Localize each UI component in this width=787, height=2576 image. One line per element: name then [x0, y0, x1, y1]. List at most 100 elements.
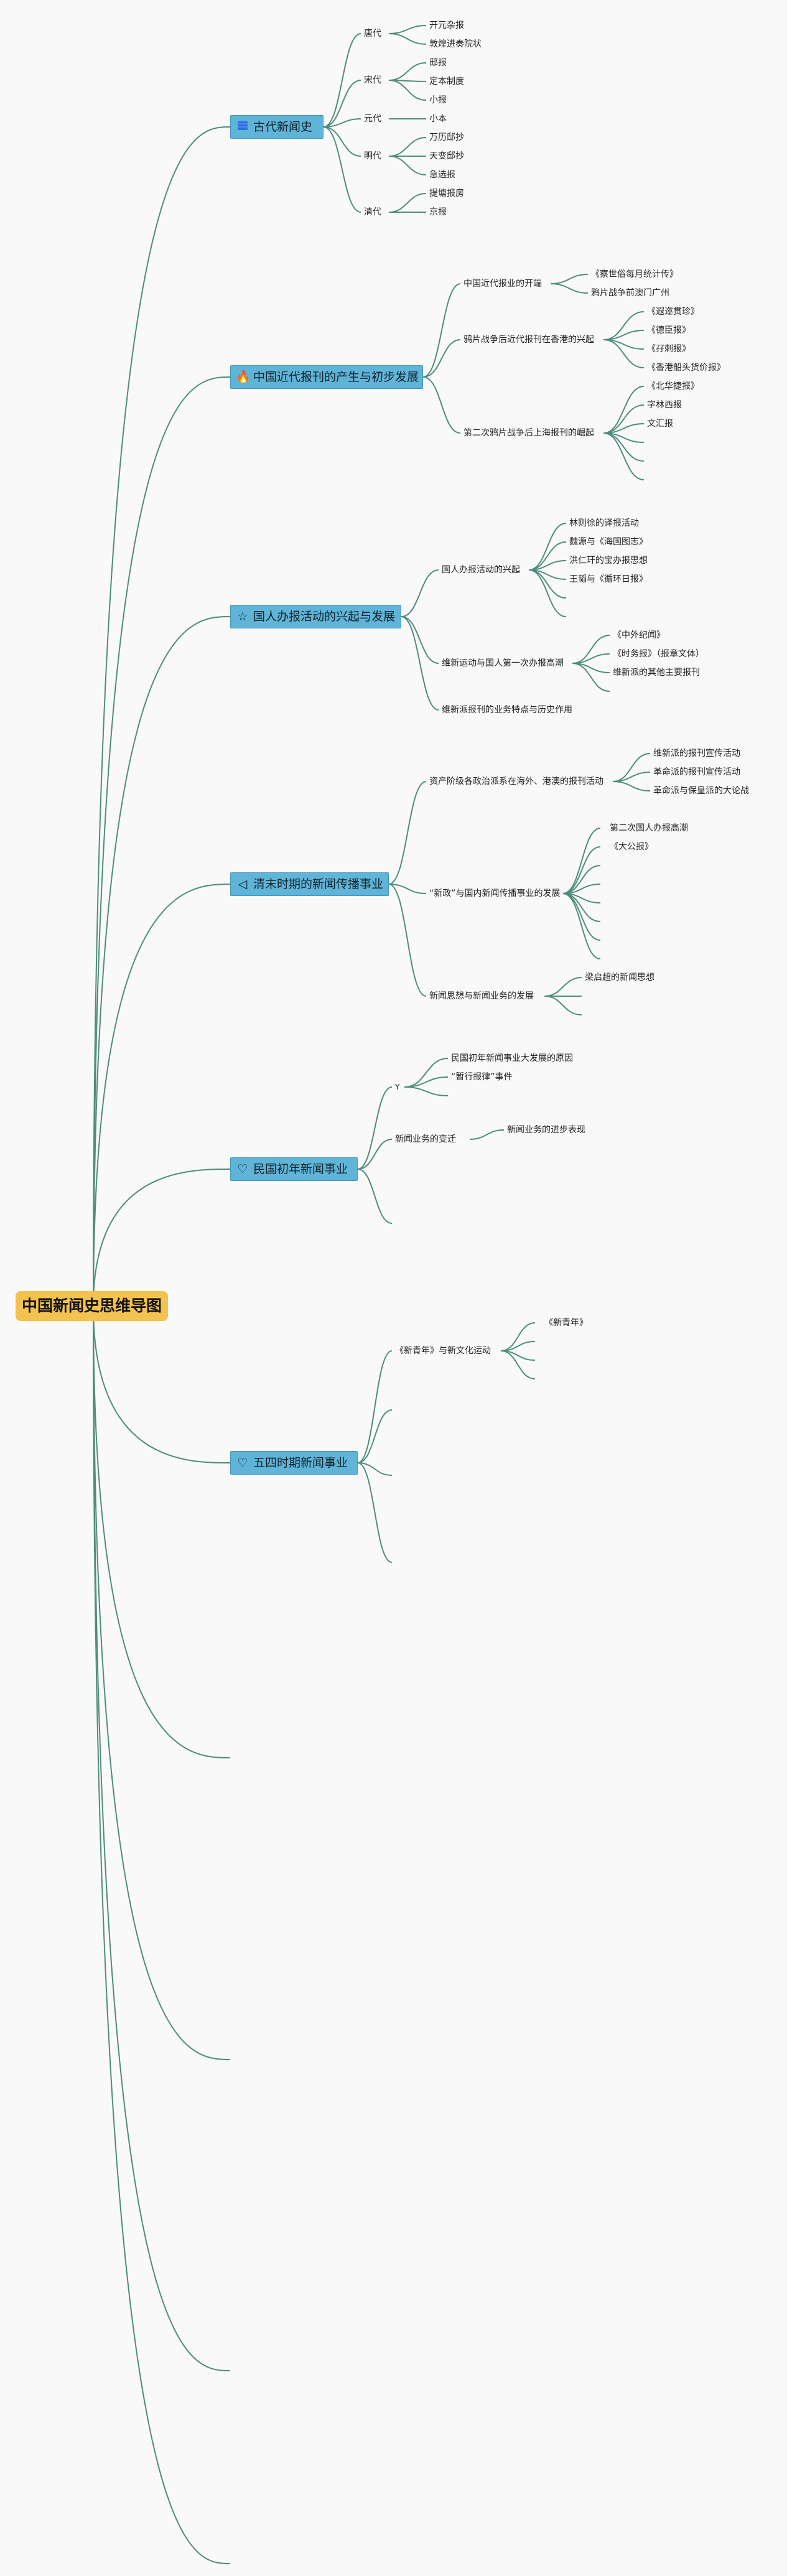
leaf-item[interactable]: 《北华捷报》 [647, 381, 699, 391]
link-curve [404, 1076, 449, 1088]
link-curve [603, 339, 645, 350]
link-curve [323, 80, 361, 128]
leaf-item[interactable]: 《大公报》 [610, 842, 653, 852]
leaf-item[interactable]: 《孖刺报》 [647, 344, 691, 354]
link-curve [562, 893, 601, 922]
topic-early-republic[interactable]: ♡民国初年新闻事业 [230, 1157, 358, 1181]
root-link [93, 616, 231, 1307]
leaf-item[interactable]: 《香港船头货价报》 [647, 363, 725, 373]
leaf-item[interactable]: 开元杂报 [429, 21, 464, 30]
subtopic-tang[interactable]: 唐代 [364, 29, 381, 39]
leaf-item[interactable]: 维新派的报刊宣传活动 [653, 749, 740, 758]
link-curve [388, 884, 427, 997]
topic-chinese-press-rise[interactable]: ☆国人办报活动的兴起与发展 [230, 605, 401, 628]
link-curve [357, 1350, 393, 1463]
link-curve [388, 25, 427, 34]
subtopic-song[interactable]: 宋代 [364, 75, 381, 85]
topic-late-qing[interactable]: ◁清末时期的新闻传播事业 [230, 872, 389, 896]
leaf-item[interactable]: 林则徐的译报活动 [569, 518, 639, 528]
link-curve [388, 62, 427, 81]
leaf-item[interactable]: 洪仁玕的宝办报思想 [569, 556, 648, 566]
topic-ancient-news[interactable]: 古代新闻史 [230, 115, 324, 139]
leaf-item[interactable]: 新闻业务的进步表现 [507, 1125, 585, 1135]
link-curve [572, 653, 610, 664]
leaf-item[interactable]: 第二次国人办报高潮 [610, 823, 688, 833]
leaf-item[interactable]: 《时务报》（报章文体） [613, 649, 704, 659]
leaf-item[interactable]: 万历邸抄 [429, 133, 464, 142]
leaf-item[interactable]: 京报 [429, 207, 447, 217]
leaf-item[interactable]: 《新青年》 [544, 1318, 588, 1328]
root-link [93, 1306, 231, 1463]
link-curve [388, 156, 427, 175]
link-curve [500, 1350, 536, 1379]
link-curve [357, 1139, 393, 1170]
leaf-item[interactable]: 小报 [429, 95, 447, 105]
link-curve [603, 432, 645, 462]
link-curve [323, 126, 361, 213]
leaf-item[interactable]: 《中外纪闻》 [613, 630, 665, 640]
fire-icon: 🔥 [236, 370, 251, 384]
link-curve [572, 663, 610, 673]
topic-may-fourth[interactable]: ♡五四时期新闻事业 [230, 1451, 358, 1475]
link-curve [603, 311, 645, 340]
subtopic[interactable]: “新政”与国内新闻传播事业的发展 [429, 889, 561, 898]
subtopic[interactable]: 《新青年》与新文化运动 [395, 1346, 491, 1356]
subtopic[interactable]: 鸦片战争后近代报刊在香港的兴起 [463, 335, 594, 345]
link-curve [357, 1462, 393, 1563]
subtopic[interactable]: 维新派报刊的业务特点与历史作用 [442, 705, 572, 715]
subtopic-yuan[interactable]: 元代 [364, 114, 381, 124]
leaf-item[interactable]: 鸦片战争前澳门广州 [591, 288, 669, 298]
link-curve [562, 893, 601, 941]
leaf-item[interactable]: 敦煌进奏院状 [429, 39, 482, 49]
leaf-item[interactable]: 王韬与《循环日报》 [569, 574, 648, 584]
leaf-item[interactable]: 天变邸抄 [429, 151, 464, 161]
link-curve [550, 274, 589, 284]
link-curve [603, 423, 645, 434]
subtopic-qing[interactable]: 清代 [364, 207, 381, 217]
link-curve [500, 1322, 536, 1351]
link-curve [323, 126, 361, 157]
link-curve [357, 1462, 393, 1476]
leaf-item[interactable]: 提塘报房 [429, 189, 464, 198]
leaf-item[interactable]: 民国初年新闻事业大发展的原因 [451, 1053, 573, 1063]
leaf-item[interactable]: 文汇报 [647, 419, 673, 429]
heart-icon: ♡ [237, 1162, 248, 1176]
subtopic[interactable]: 新闻思想与新闻业务的发展 [429, 991, 534, 1001]
leaf-item[interactable]: 革命派的报刊宣传活动 [653, 767, 740, 777]
link-curve [603, 432, 645, 443]
link-curve [603, 330, 645, 340]
leaf-item[interactable]: 《德臣报》 [647, 325, 691, 335]
link-curve [572, 635, 610, 664]
subtopic-ming[interactable]: 明代 [364, 151, 381, 161]
root-node[interactable]: 中国新闻史思维导图 [16, 1291, 168, 1321]
link-curve [562, 846, 601, 894]
leaf-item[interactable]: 《察世俗每月统计传》 [591, 269, 678, 279]
link-curve [500, 1350, 536, 1361]
link-curve [388, 137, 427, 157]
leaf-item[interactable]: 字林西报 [647, 400, 682, 410]
leaf-item[interactable]: 魏源与《海国图志》 [569, 537, 648, 547]
leaf-item[interactable]: 梁启超的新闻思想 [585, 973, 654, 982]
subtopic[interactable]: 资产阶级各政治派系在海外、港澳的报刊活动 [429, 777, 603, 786]
link-curve [422, 339, 461, 378]
link-curve [357, 1409, 393, 1463]
leaf-item[interactable]: 革命派与保皇派的大论战 [653, 786, 749, 796]
link-curve [404, 1086, 449, 1096]
root-link [93, 884, 231, 1307]
leaf-item[interactable]: 邸报 [429, 58, 447, 68]
link-curve [357, 1086, 393, 1170]
leaf-item[interactable]: “暂行报律”事件 [451, 1072, 513, 1082]
leaf-item[interactable]: 《遐迩贯珍》 [647, 307, 699, 317]
subtopic[interactable]: 维新运动与国人第一次办报高潮 [442, 658, 564, 668]
topic-modern-press[interactable]: 🔥中国近代报刊的产生与初步发展 [230, 365, 423, 389]
link-curve [562, 893, 601, 959]
leaf-item[interactable]: 维新派的其他主要报刊 [613, 668, 700, 678]
subtopic[interactable]: 新闻业务的变迁 [395, 1134, 456, 1144]
subtopic[interactable]: 中国近代报业的开端 [463, 279, 542, 289]
leaf-item[interactable]: 小本 [429, 114, 447, 124]
subtopic[interactable]: 国人办报活动的兴起 [442, 565, 520, 575]
leaf-item[interactable]: 急选报 [429, 170, 455, 180]
leaf-item[interactable]: 定本制度 [429, 77, 464, 86]
subtopic[interactable]: Y [395, 1083, 400, 1091]
subtopic[interactable]: 第二次鸦片战争后上海报刊的崛起 [463, 428, 594, 438]
